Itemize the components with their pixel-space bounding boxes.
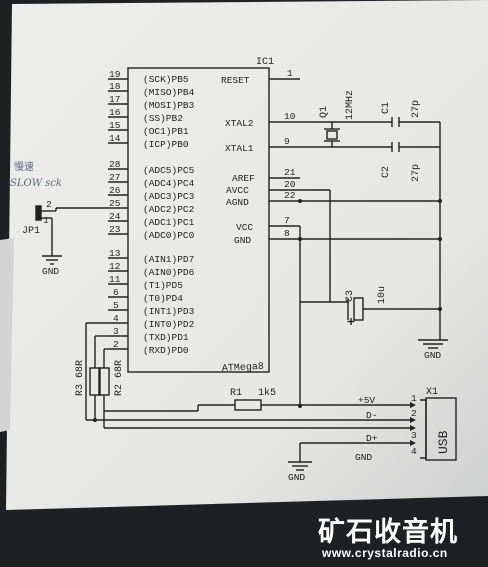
watermark-url: www.crystalradio.cn xyxy=(322,546,448,560)
pin-name: (ADC3)PC3 xyxy=(143,191,195,202)
pin-name: (MISO)PB4 xyxy=(143,87,195,98)
net-usb-gnd: GND xyxy=(355,452,372,463)
watermark-title: 矿石收音机 xyxy=(318,517,458,548)
pin-name: (AIN0)PD6 xyxy=(143,267,195,278)
pin-number: 19 xyxy=(109,69,121,80)
pin-name: (ADC4)PC4 xyxy=(143,178,195,189)
pin-name: (T0)PD4 xyxy=(143,293,183,304)
pin-name: XTAL2 xyxy=(225,118,254,129)
usb-pin-4: 4 xyxy=(411,446,417,457)
gnd-label-usb: GND xyxy=(288,472,305,483)
pin-number: 5 xyxy=(113,300,119,311)
r1-value: 1k5 xyxy=(258,387,276,399)
handwritten-note-cn: 慢速 xyxy=(14,161,34,173)
pin-number: 24 xyxy=(109,211,121,222)
pin-name: (RXD)PD0 xyxy=(143,345,189,356)
pin-number: 17 xyxy=(109,94,120,105)
pin-number: 25 xyxy=(109,198,121,209)
pin-name: (ADC0)PC0 xyxy=(143,230,195,241)
pin-name: (SCK)PB5 xyxy=(143,74,189,85)
pin-name: (TXD)PD1 xyxy=(143,332,189,343)
pin-number: 20 xyxy=(284,179,296,190)
pin-name: (MOSI)PB3 xyxy=(143,100,195,111)
pin-name: RESET xyxy=(221,75,250,86)
handwritten-note-en: SLOW sck xyxy=(10,178,62,189)
r1-label: R1 xyxy=(230,388,242,399)
c2-label: C2 xyxy=(381,166,392,178)
pin-name: (ADC1)PC1 xyxy=(143,217,195,228)
net-plus5v: +5V xyxy=(358,395,375,406)
pin-name: (T1)PD5 xyxy=(143,280,183,291)
gnd-label-right: GND xyxy=(424,350,441,361)
pin-number: 10 xyxy=(284,111,296,122)
pin-name: AVCC xyxy=(226,185,249,196)
usb-pin-1: 1 xyxy=(411,393,417,404)
pin-number: 9 xyxy=(284,136,290,147)
left-pin-names: (SCK)PB5 (MISO)PB4 (MOSI)PB3 (SS)PB2 (OC… xyxy=(143,74,195,356)
pin-number: 22 xyxy=(284,190,296,201)
x1-label: X1 xyxy=(426,387,438,398)
pin-number: 6 xyxy=(113,287,119,298)
pin-number: 8 xyxy=(284,228,290,239)
c3-label: C3 xyxy=(345,290,356,302)
pin-number: 21 xyxy=(284,167,296,178)
pin-number: 11 xyxy=(109,274,121,285)
c2-value: 27p xyxy=(411,164,422,182)
net-dplus: D+ xyxy=(366,433,378,444)
pin-name: (ADC5)PC5 xyxy=(143,165,195,176)
c1-label: C1 xyxy=(381,102,392,114)
jp1-label: JP1 xyxy=(22,226,40,237)
pin-number: 26 xyxy=(109,185,121,196)
pin-name: (SS)PB2 xyxy=(143,113,183,124)
ic-part: ATMega8 xyxy=(222,362,265,375)
pin-number: 28 xyxy=(109,159,121,170)
jp1-pin-2: 2 xyxy=(46,199,52,210)
c3-value: 10u xyxy=(377,286,388,304)
usb-pin-2: 2 xyxy=(411,408,417,419)
r3-label: R3 68R xyxy=(75,360,86,396)
ic-body xyxy=(127,67,270,373)
pin-name: (AIN1)PD7 xyxy=(143,254,194,265)
pin-number: 27 xyxy=(109,172,120,183)
c1-value: 27p xyxy=(411,100,422,118)
pin-number: 3 xyxy=(113,326,119,337)
pin-name: (ICP)PB0 xyxy=(143,139,189,150)
ic-ref: IC1 xyxy=(256,57,274,68)
usb-pin-3: 3 xyxy=(411,430,417,441)
pin-name: (INT1)PD3 xyxy=(143,306,195,317)
pin-number: 4 xyxy=(113,313,119,324)
paper-sheet xyxy=(6,0,488,510)
pin-number: 23 xyxy=(109,224,121,235)
pin-name: GND xyxy=(234,235,251,246)
pin-number: 14 xyxy=(109,133,121,144)
gnd-label-jp1: GND xyxy=(42,266,59,277)
right-pin-numbers: 1 10 9 21 20 22 7 8 xyxy=(284,68,296,239)
pin-number: 16 xyxy=(109,107,121,118)
pin-name: (OC1)PB1 xyxy=(143,126,189,137)
pin-number: 7 xyxy=(284,215,290,226)
pin-name: VCC xyxy=(236,222,253,233)
q1-value: 12MHz xyxy=(345,90,356,120)
left-pin-numbers: 19 18 17 16 15 14 28 27 26 25 24 23 13 1… xyxy=(109,69,121,350)
pin-name: AGND xyxy=(226,197,249,208)
usb-label: USB xyxy=(436,430,451,454)
net-dminus: D- xyxy=(366,410,377,421)
right-pin-names: RESET XTAL2 XTAL1 AREF AVCC AGND VCC GND xyxy=(221,75,255,246)
q1-label: Q1 xyxy=(319,106,330,118)
pin-number: 15 xyxy=(109,120,121,131)
pin-number: 18 xyxy=(109,81,121,92)
pin-name: AREF xyxy=(232,173,255,184)
pin-number: 1 xyxy=(287,68,293,79)
pin-number: 12 xyxy=(109,261,121,272)
pin-name: (ADC2)PC2 xyxy=(143,204,195,215)
pin-name: XTAL1 xyxy=(225,143,254,154)
pin-name: (INT0)PD2 xyxy=(143,319,195,330)
r2-label: R2 68R xyxy=(114,360,125,396)
jp1-pin-1: 1 xyxy=(43,215,49,226)
pin-number: 2 xyxy=(113,339,119,350)
pin-number: 13 xyxy=(109,248,121,259)
